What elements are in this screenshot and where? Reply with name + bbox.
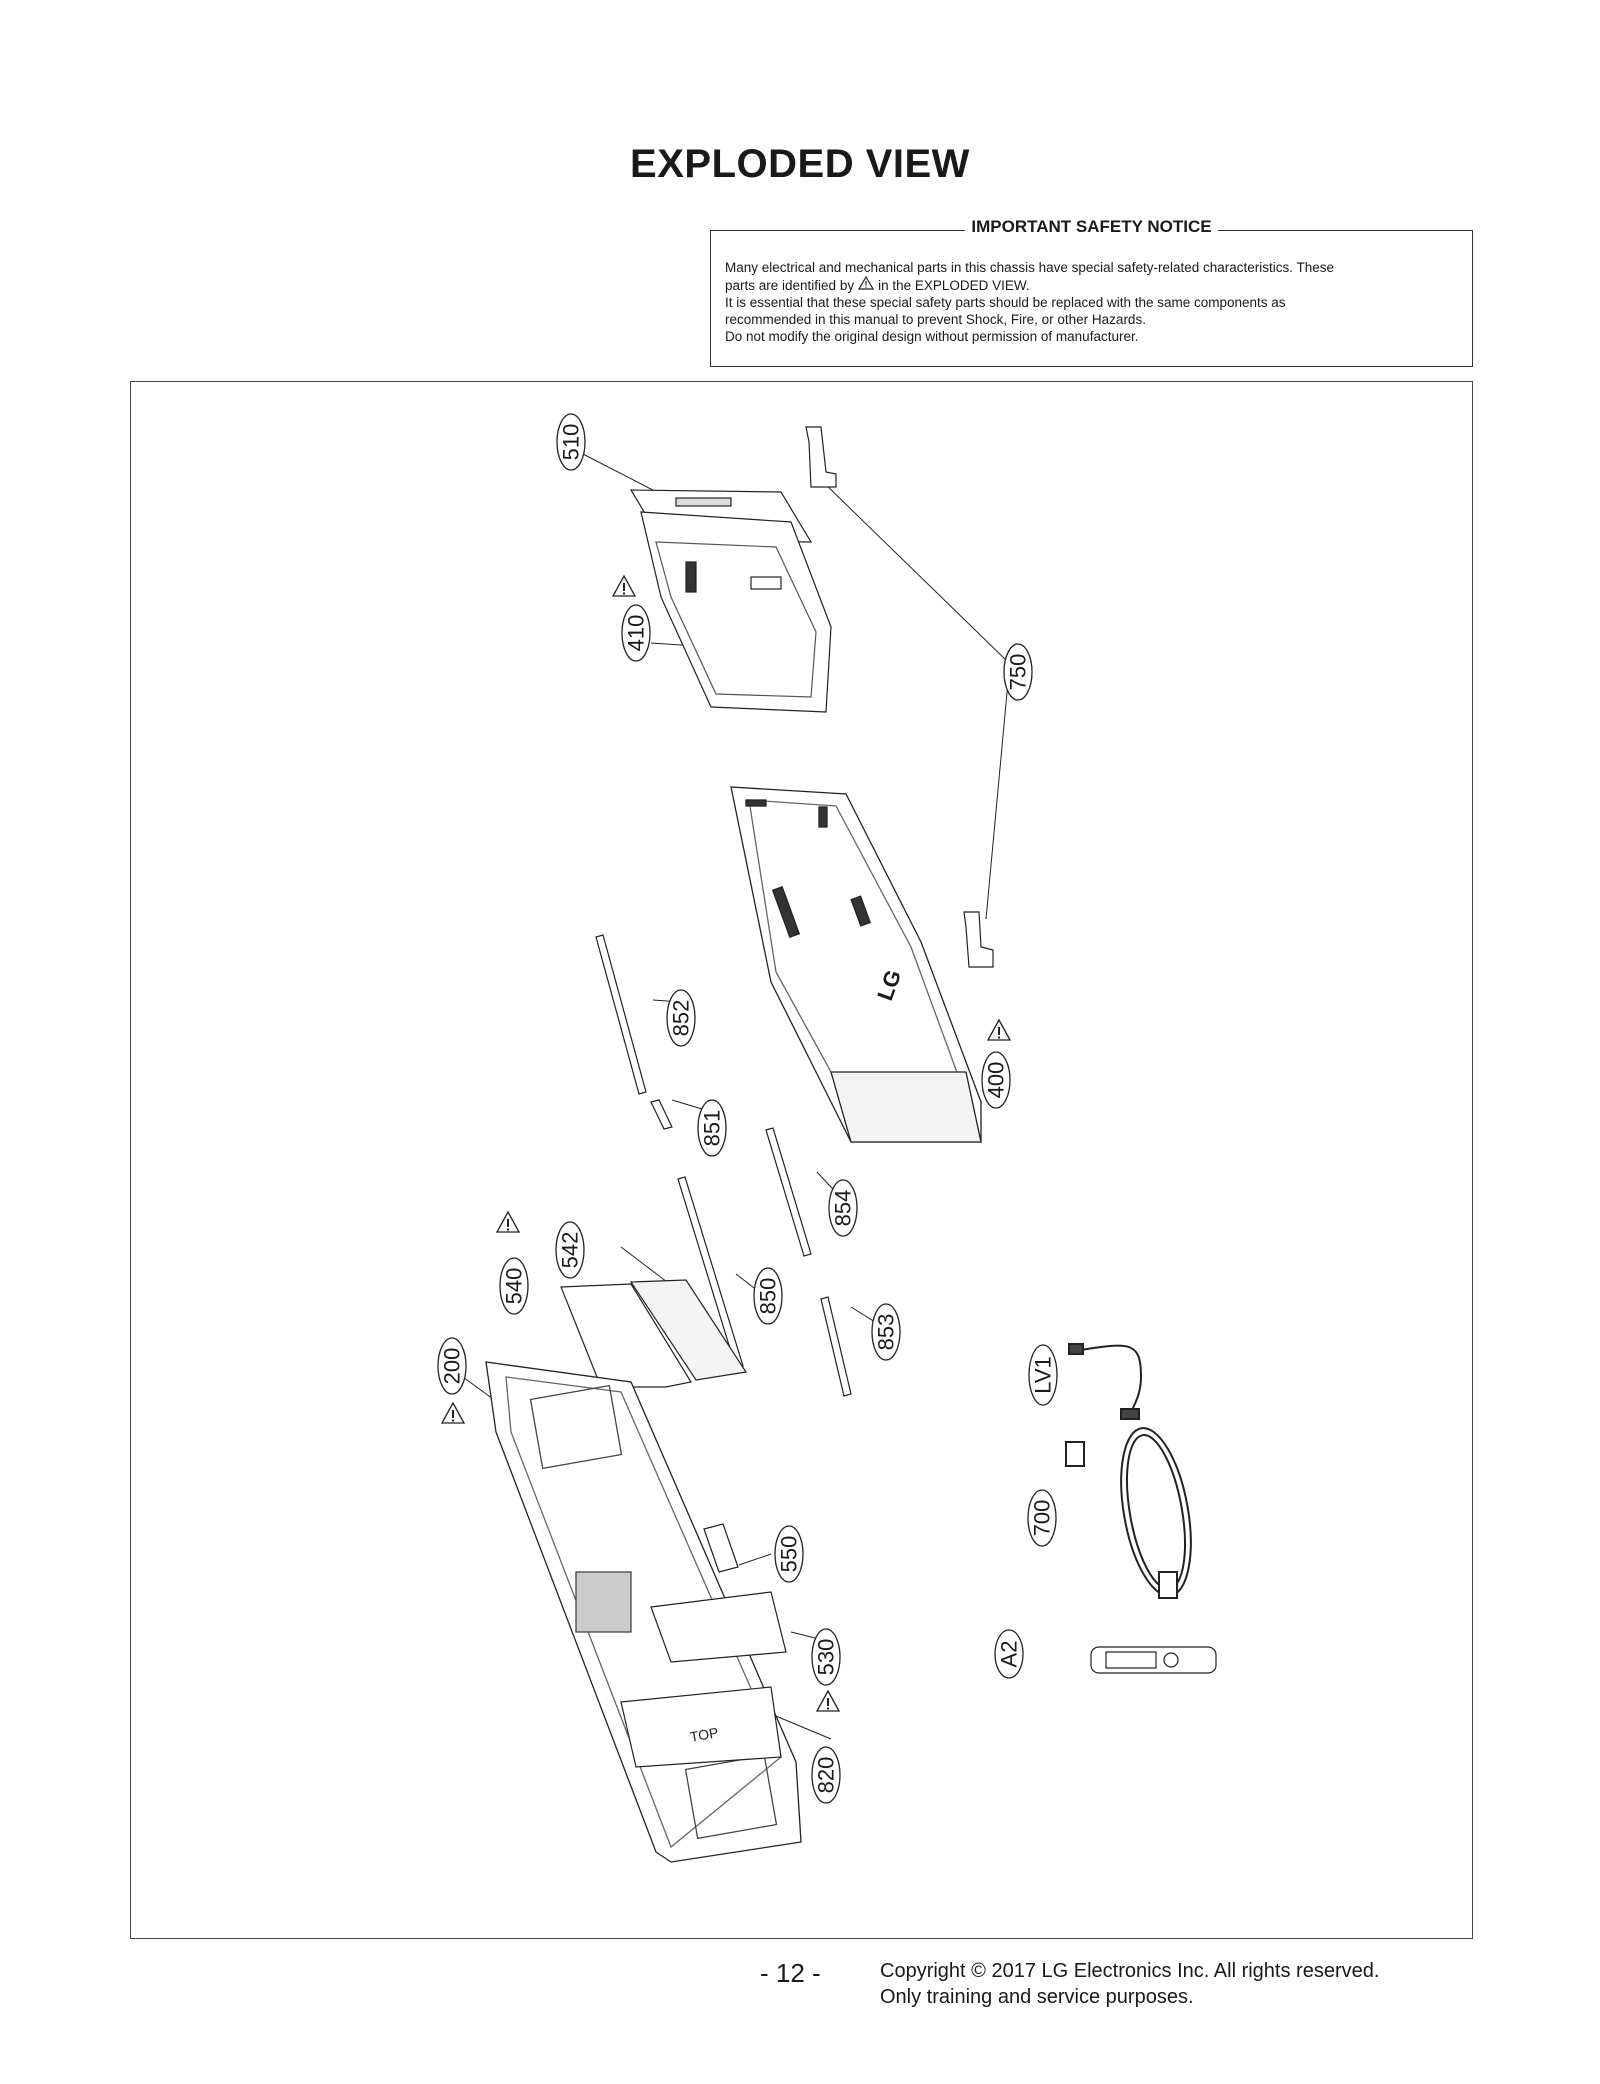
part-750-stand-clips [805, 426, 994, 968]
copyright-line-2: Only training and service purposes. [880, 1986, 1194, 2008]
warning-triangle-icon [441, 1402, 465, 1424]
callout-550: 550 [777, 1536, 802, 1573]
top-marking: TOP [689, 1724, 720, 1745]
callout-542: 542 [558, 1232, 583, 1269]
warning-triangle-icon [858, 275, 875, 294]
part-700-power-cord [1065, 1427, 1192, 1599]
part-410-frame [640, 511, 832, 713]
part-854-bar [765, 1127, 812, 1257]
part-550 [703, 1523, 739, 1573]
callout-852: 852 [669, 1000, 694, 1037]
callout-A2: A2 [997, 1641, 1022, 1668]
safety-notice-box: IMPORTANT SAFETY NOTICE Many electrical … [710, 217, 1473, 367]
page-number: - 12 - [760, 1958, 821, 1988]
callout-750: 750 [1006, 654, 1031, 691]
exploded-view-diagram: LG TOP [130, 381, 1473, 1939]
notice-line-1: Many electrical and mechanical parts in … [725, 260, 1335, 275]
callout-200: 200 [440, 1348, 465, 1385]
warning-triangle-icon [816, 1690, 840, 1712]
callout-851: 851 [700, 1110, 725, 1147]
notice-line-3: It is essential that these special safet… [725, 295, 1286, 310]
notice-line-4: recommended in this manual to prevent Sh… [725, 312, 1146, 327]
part-853-bar [820, 1296, 852, 1397]
warning-triangle-icon [987, 1019, 1011, 1041]
safety-notice-title: IMPORTANT SAFETY NOTICE [965, 217, 1218, 236]
callout-LV1: LV1 [1031, 1356, 1056, 1394]
callout-700: 700 [1030, 1500, 1055, 1537]
part-400-back-cover [730, 786, 982, 1143]
part-LV1-cable [1068, 1343, 1143, 1420]
callout-530: 530 [814, 1639, 839, 1676]
callout-410: 410 [624, 615, 649, 652]
callout-820: 820 [814, 1757, 839, 1794]
part-530-board [650, 1591, 787, 1663]
part-540-542-module [560, 1279, 748, 1388]
part-850-bar [677, 1176, 744, 1369]
notice-line-5: Do not modify the original design withou… [725, 329, 1139, 344]
part-852-bar [595, 934, 647, 1095]
part-820-shield: TOP [620, 1686, 782, 1768]
part-851-bar [650, 1099, 673, 1130]
warning-triangle-icon [612, 575, 636, 597]
copyright-line-1: Copyright © 2017 LG Electronics Inc. All… [880, 1960, 1380, 1982]
callout-540: 540 [502, 1268, 527, 1305]
page-title: EXPLODED VIEW [630, 142, 970, 186]
part-A2-remote [1090, 1646, 1217, 1674]
warning-triangle-icon [496, 1211, 520, 1233]
callout-853: 853 [874, 1314, 899, 1351]
safety-notice-body: Many electrical and mechanical parts in … [725, 259, 1458, 345]
callout-854: 854 [831, 1190, 856, 1227]
callout-850: 850 [756, 1278, 781, 1315]
callout-510: 510 [559, 424, 584, 461]
copyright: Copyright © 2017 LG Electronics Inc. All… [880, 1958, 1379, 2010]
callout-400: 400 [984, 1062, 1009, 1099]
